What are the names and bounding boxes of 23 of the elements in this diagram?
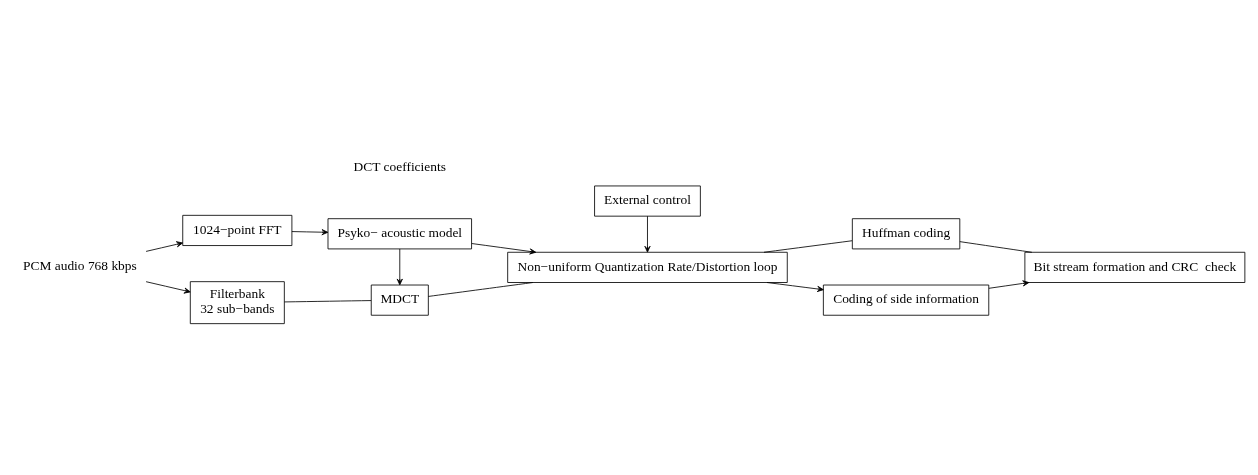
- node-box: Huffman coding: [851, 217, 961, 249]
- connector: [284, 299, 372, 302]
- arrow: [766, 281, 824, 292]
- arrow: [145, 240, 183, 252]
- arrow: [471, 242, 537, 254]
- node-box: Bit stream formation and CRC check: [1024, 251, 1246, 283]
- arrow: [291, 228, 329, 235]
- connector: [427, 281, 534, 297]
- arrow: [644, 215, 651, 252]
- node-box: MDCT: [370, 284, 429, 316]
- arrow: [145, 280, 191, 294]
- node-box: External control: [594, 185, 701, 217]
- arrow: [396, 248, 403, 285]
- node-box: Coding of side information: [822, 284, 990, 316]
- node-text: PCM audio 768 kbps: [23, 257, 137, 273]
- arrow: [988, 279, 1030, 289]
- node-box: Filterbank 32 sub−bands: [189, 280, 285, 324]
- connector: [763, 239, 853, 253]
- node-box: Non−uniform Quantization Rate/Distortion loop: [507, 251, 788, 283]
- connector: [959, 240, 1033, 253]
- label: DCT coefficients: [353, 158, 446, 174]
- node-box: Psyko− acoustic model: [327, 217, 472, 249]
- node-box: 1024−point FFT: [182, 214, 293, 246]
